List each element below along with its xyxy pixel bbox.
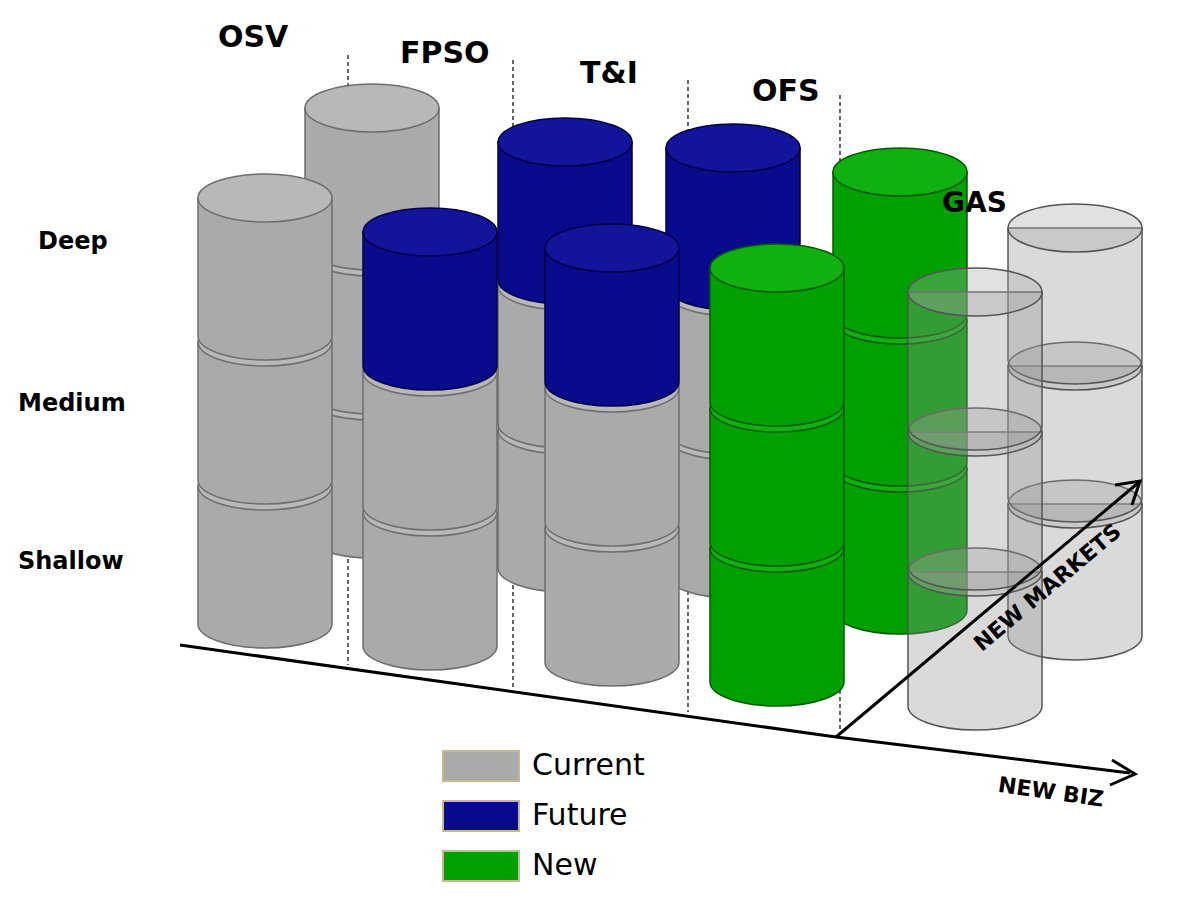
column-heading: GAS bbox=[942, 188, 1007, 219]
cylinder-top bbox=[908, 268, 1042, 316]
legend-text: Current bbox=[532, 748, 645, 781]
column-heading: OSV bbox=[218, 20, 288, 53]
cylinder-top bbox=[1008, 204, 1142, 252]
cylinder-segment bbox=[363, 208, 497, 390]
cylinder-top bbox=[545, 224, 679, 272]
column-heading: T&I bbox=[580, 56, 638, 89]
cylinder-top bbox=[363, 208, 497, 256]
legend-text: Future bbox=[532, 798, 628, 831]
cylinder-top bbox=[305, 84, 439, 132]
row-heading: Shallow bbox=[18, 548, 124, 574]
axes bbox=[180, 481, 1140, 785]
legend-swatch bbox=[442, 850, 520, 882]
axis-label: NEW BIZ bbox=[997, 773, 1106, 812]
cylinder-segment bbox=[545, 224, 679, 406]
cylinder-top bbox=[198, 174, 332, 222]
cylinder-top bbox=[666, 124, 800, 172]
cylinders bbox=[198, 84, 1142, 730]
legend-swatch bbox=[442, 750, 520, 782]
legend-swatch bbox=[442, 800, 520, 832]
cylinder-top bbox=[710, 244, 844, 292]
legend-text: New bbox=[532, 848, 597, 881]
cylinder-segment bbox=[908, 268, 1042, 450]
row-heading: Medium bbox=[18, 390, 126, 416]
cylinder-segment bbox=[710, 244, 844, 426]
row-heading: Deep bbox=[38, 228, 108, 254]
cylinder-top bbox=[498, 118, 632, 166]
column-heading: OFS bbox=[752, 74, 820, 107]
cylinder-segment bbox=[198, 174, 332, 360]
column-heading: FPSO bbox=[400, 36, 490, 69]
